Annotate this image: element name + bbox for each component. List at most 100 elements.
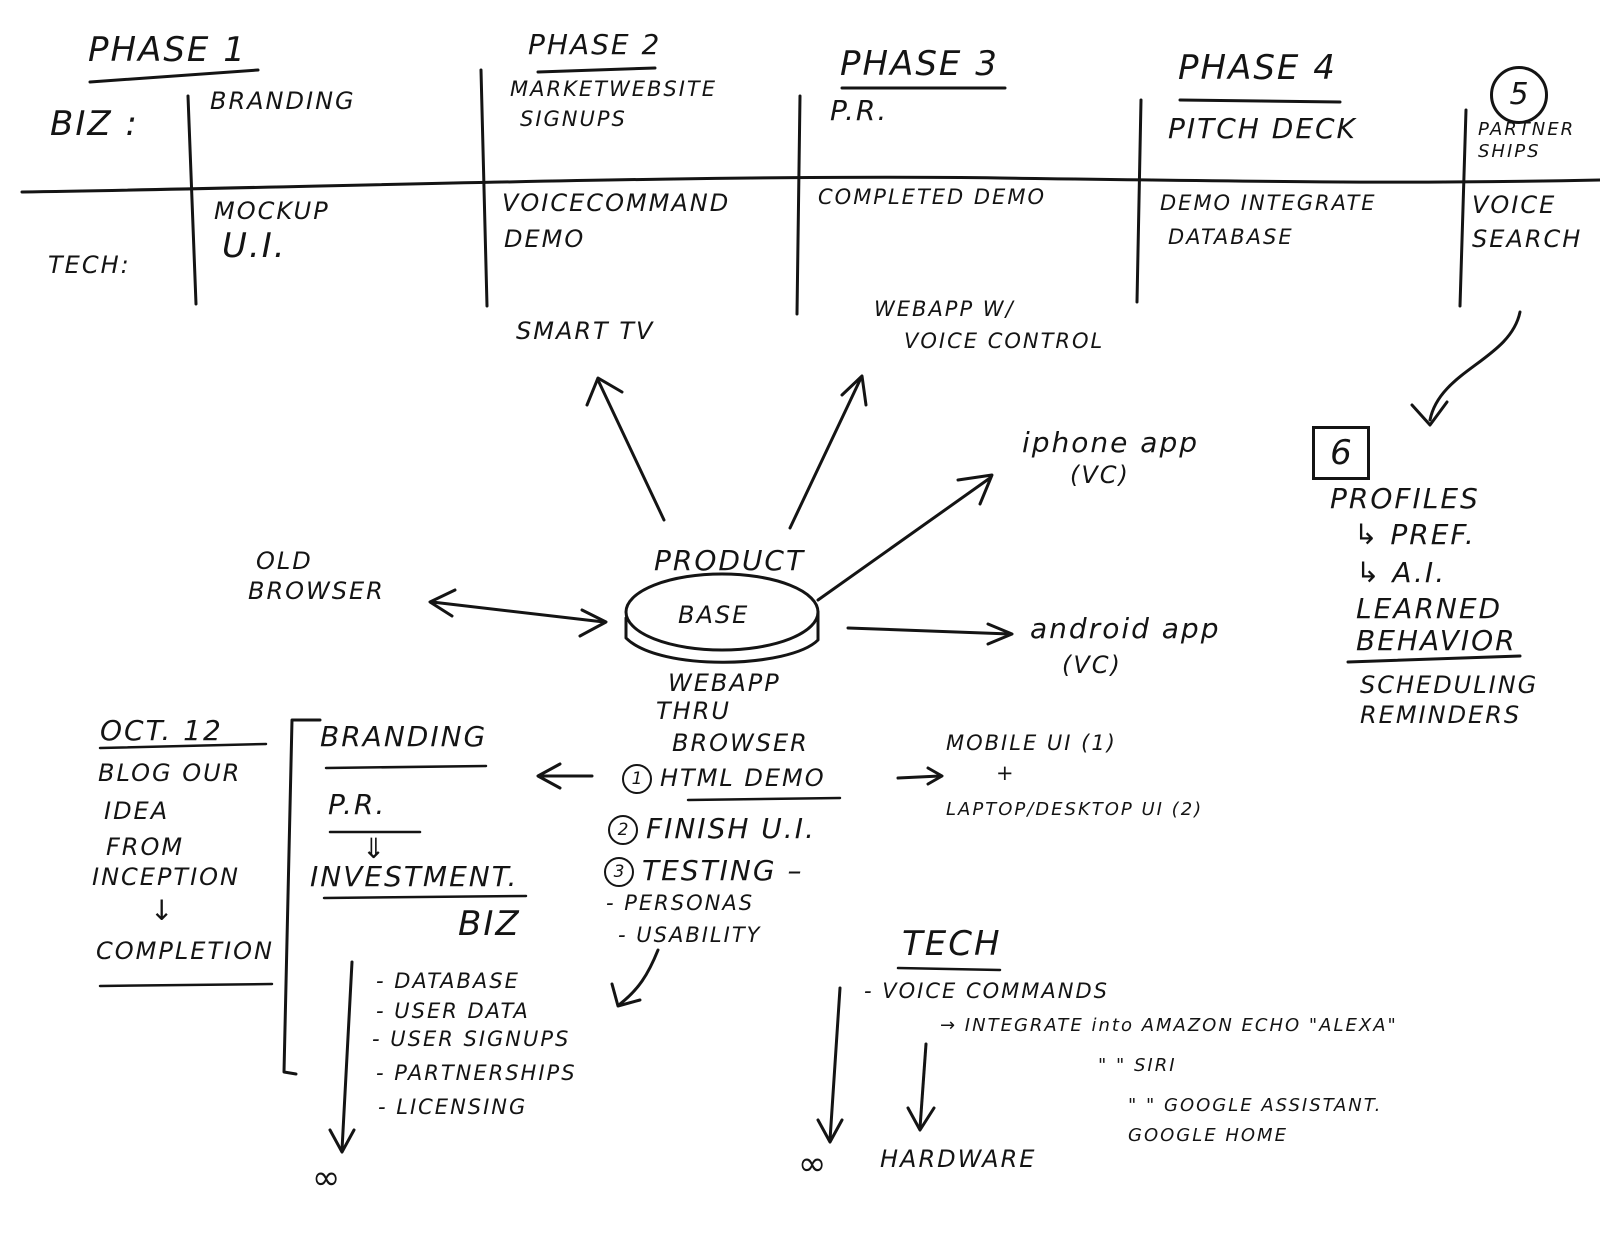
phase4-underline	[1178, 98, 1342, 104]
phase2-underline	[536, 66, 657, 74]
biz-down-double-arrow: ⇓	[362, 832, 388, 865]
phase6-number: 6	[1312, 426, 1370, 480]
step-1: 1 HTML DEMO	[622, 764, 826, 794]
biz-item-database: - DATABASE	[376, 969, 520, 993]
thru-label: THRU	[656, 697, 731, 725]
arrow-to-smart-tv	[596, 378, 666, 522]
phase1-tech-line1: MOCKUP	[214, 197, 330, 225]
phase5-tech-line2: SEARCH	[1472, 225, 1583, 253]
biz-row-label: BIZ :	[50, 104, 139, 144]
column-separator-1	[186, 94, 198, 306]
mobile-plus: +	[996, 761, 1016, 785]
base-disk-side	[624, 610, 820, 664]
column-separator-2	[479, 68, 489, 308]
old-browser-line1: OLD	[256, 547, 313, 575]
phase5-number: 5	[1490, 66, 1548, 124]
base-label: BASE	[678, 601, 750, 629]
step-1-number: 1	[622, 764, 652, 794]
step-2: 2 FINISH U.I.	[608, 812, 816, 845]
timeline-divider	[20, 175, 1600, 194]
oct-line4: INCEPTION	[92, 863, 241, 891]
biz-block-bracket	[282, 718, 322, 1076]
tech-infinity: ∞	[798, 1144, 829, 1184]
phase5-to-6-arrow	[1428, 310, 1522, 422]
phase6-line-pref: ↳ PREF.	[1354, 518, 1476, 551]
iphone-app-line2: (VC)	[1070, 461, 1130, 489]
phase6-line-learned: LEARNED	[1356, 592, 1503, 625]
tech-voice-commands: - VOICE COMMANDS	[864, 979, 1109, 1003]
phase4-title: PHASE 4	[1178, 48, 1337, 88]
phase3-tech: COMPLETED DEMO	[818, 185, 1046, 209]
html-demo-underline	[686, 796, 842, 802]
arrow-to-android	[846, 626, 1012, 636]
webapp-voice-line1: WEBAPP W/	[874, 297, 1015, 321]
investment-underline	[322, 894, 528, 900]
phase6-line-ai: ↳ A.I.	[1356, 556, 1447, 589]
android-app-line2: (VC)	[1062, 651, 1122, 679]
arrow-to-biz-list	[618, 948, 660, 1006]
phase5-tech-line1: VOICE	[1472, 191, 1557, 219]
biz-item-licensing: - LICENSING	[378, 1095, 528, 1119]
oct-bottom-rule	[98, 982, 274, 988]
tech-hardware: HARDWARE	[880, 1145, 1037, 1173]
testing-personas: - PERSONAS	[606, 891, 755, 915]
arrow-old-browser-both	[430, 600, 606, 624]
oct-arrow: ↓	[150, 894, 176, 927]
behavior-underline	[1346, 654, 1522, 664]
arrow-to-webapp-voice	[788, 378, 862, 530]
tech-down-arrow	[828, 986, 842, 1142]
column-separator-5	[1458, 108, 1468, 308]
biz-title: BIZ	[458, 904, 521, 944]
phase5-biz-line2: SHIPS	[1478, 141, 1541, 162]
testing-usability: - USABILITY	[618, 923, 762, 947]
phase3-title: PHASE 3	[840, 44, 999, 84]
phase4-biz: PITCH DECK	[1168, 112, 1357, 145]
product-label: PRODUCT	[654, 544, 806, 577]
phase4-tech-line1: DEMO INTEGRATE	[1160, 191, 1377, 215]
oct-line5: COMPLETION	[96, 937, 274, 965]
phase6-line-behavior: BEHAVIOR	[1356, 624, 1517, 657]
biz-item-user-signups: - USER SIGNUPS	[372, 1027, 571, 1051]
biz-down-arrow	[340, 960, 354, 1152]
phase2-tech-line1: VOICECOMMAND	[502, 189, 731, 217]
biz-pr: P.R.	[328, 788, 387, 821]
old-browser-line2: BROWSER	[248, 577, 385, 605]
phase1-underline	[88, 68, 260, 84]
step-2-label: FINISH U.I.	[646, 812, 816, 845]
webapp-voice-line2: VOICE CONTROL	[904, 329, 1105, 353]
tech-google-home: GOOGLE HOME	[1128, 1125, 1288, 1146]
step-3-number: 3	[604, 857, 634, 887]
oct-underline	[98, 742, 268, 750]
step-1-label: HTML DEMO	[660, 764, 826, 792]
phase2-tech-line2: DEMO	[504, 225, 586, 253]
phase1-tech-line2: U.I.	[222, 226, 287, 266]
phase6-scheduling: SCHEDULING	[1360, 671, 1539, 699]
phase5-biz-line1: PARTNER	[1478, 119, 1576, 140]
phase6-title: PROFILES	[1330, 482, 1480, 515]
phase1-title: PHASE 1	[88, 30, 247, 70]
oct-line3: FROM	[106, 833, 185, 861]
arrow-to-iphone	[816, 476, 992, 602]
phase4-tech-line2: DATABASE	[1168, 225, 1294, 249]
biz-investment: INVESTMENT.	[310, 860, 519, 893]
oct-line2: IDEA	[104, 797, 170, 825]
tech-google-assistant: " " GOOGLE ASSISTANT.	[1128, 1095, 1383, 1116]
tech-title: TECH	[902, 924, 1002, 964]
phase2-biz-line2: SIGNUPS	[520, 107, 627, 131]
tech-underline	[896, 966, 1002, 972]
webapp-label: WEBAPP	[668, 669, 781, 697]
biz-item-partnerships: - PARTNERSHIPS	[376, 1061, 577, 1085]
arrow-to-mobile	[896, 774, 942, 780]
phase1-biz: BRANDING	[210, 87, 356, 115]
step-2-number: 2	[608, 815, 638, 845]
hardware-down-arrow	[918, 1042, 928, 1130]
tech-siri: " " SIRI	[1098, 1055, 1177, 1076]
smart-tv-label: SMART TV	[516, 317, 655, 345]
phase6-reminders: REMINDERS	[1360, 701, 1522, 729]
oct-date: OCT. 12	[100, 714, 223, 747]
column-separator-4	[1135, 98, 1143, 304]
laptop-desktop-ui-label: LAPTOP/DESKTOP UI (2)	[946, 799, 1204, 820]
phase3-biz: P.R.	[830, 94, 889, 127]
